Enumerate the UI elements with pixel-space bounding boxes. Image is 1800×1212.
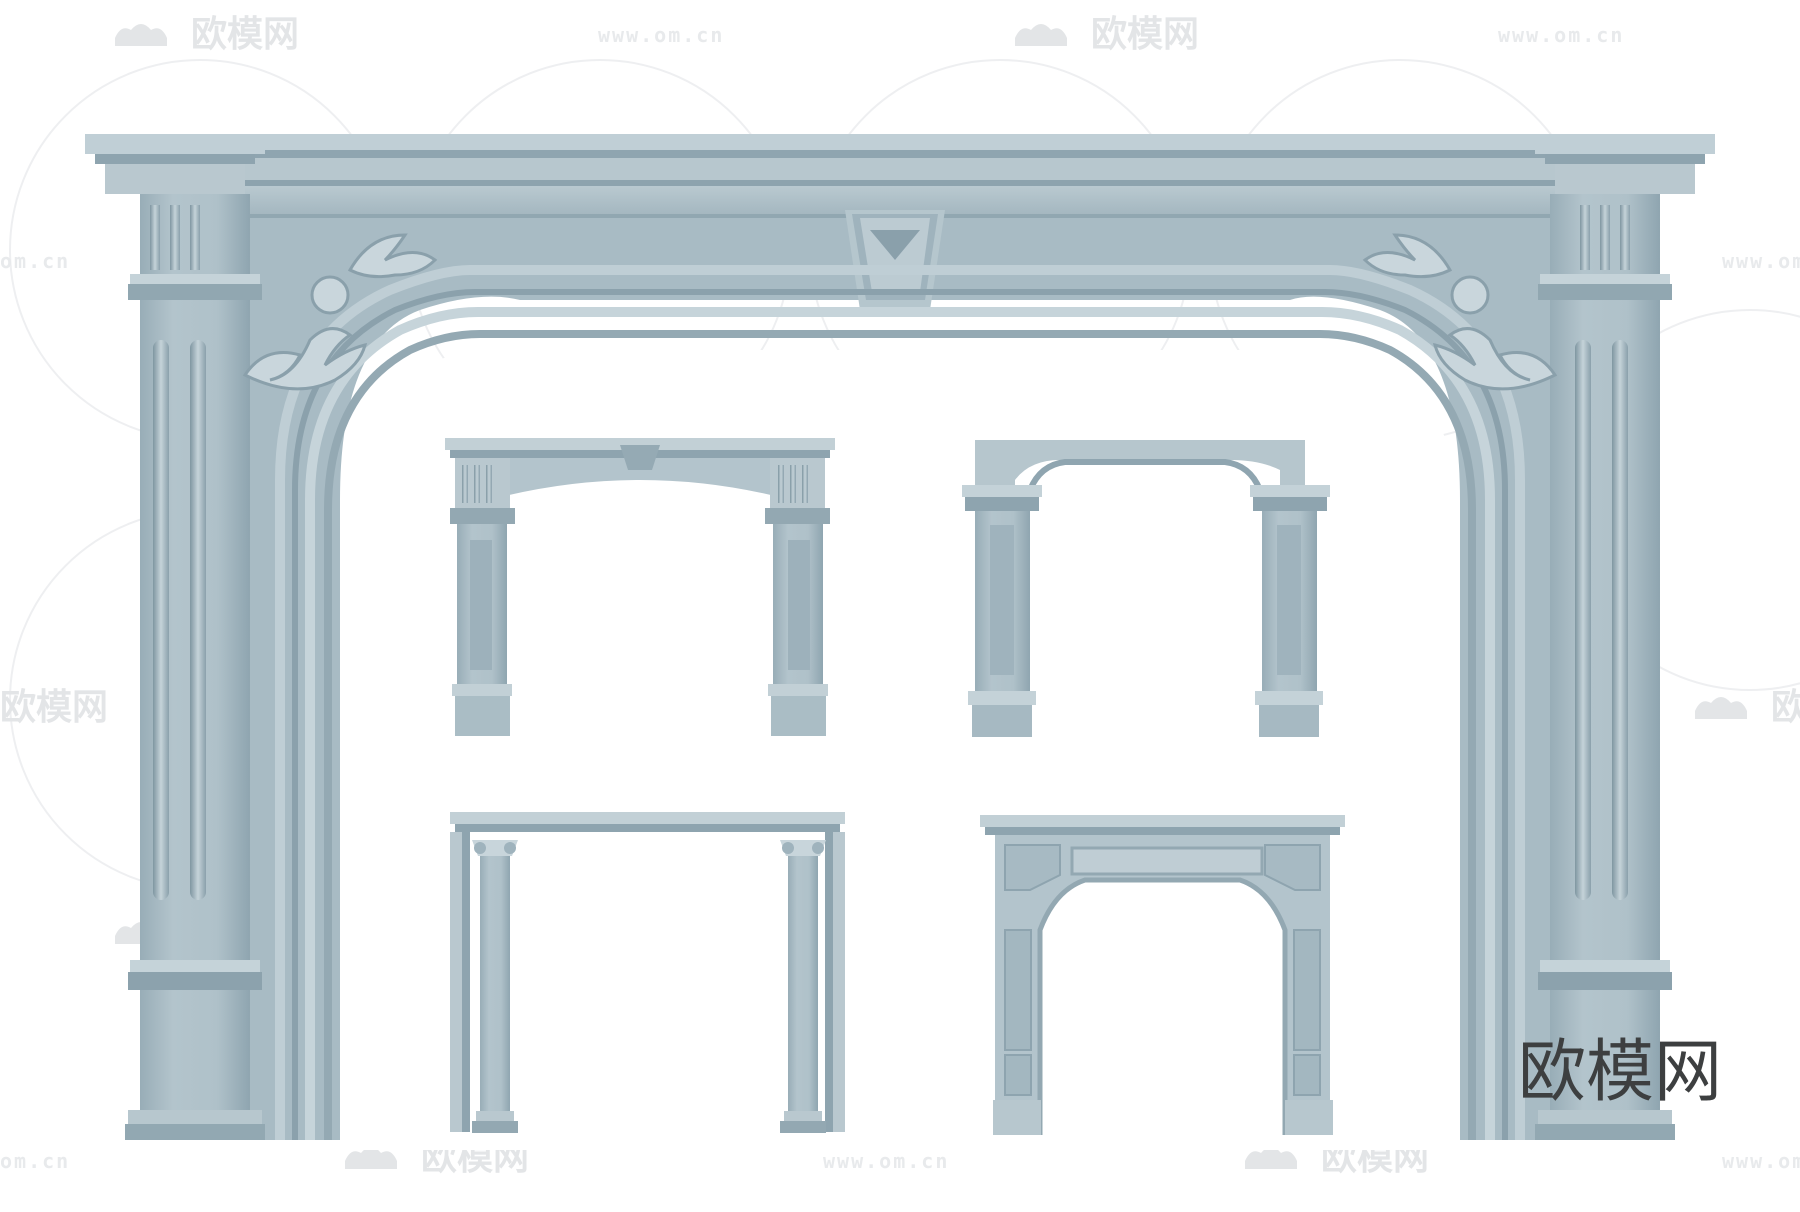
watermark-logo-icon <box>1695 697 1747 719</box>
small-frame-keystone-arch <box>445 438 835 736</box>
watermark-logo-icon <box>1015 24 1067 46</box>
watermark-url: www.om.cn <box>1498 23 1624 47</box>
small-frame-segmental-arch <box>962 440 1330 737</box>
watermark-brand-text: 欧模网 <box>1771 687 1800 728</box>
watermark-logo-icon <box>115 24 167 46</box>
watermark-url: www.om.cn <box>1722 1149 1800 1173</box>
brand-mark-text: 欧模网 <box>1518 1033 1722 1112</box>
large-arch-right-ornament <box>1362 233 1558 391</box>
watermark-url: om.cn <box>0 249 70 273</box>
watermark-logo-icon <box>1245 1147 1297 1169</box>
large-arch-left-ornament <box>242 233 438 391</box>
watermark-url: www.om.cn <box>598 23 724 47</box>
small-frame-corner-arch <box>980 815 1345 1135</box>
watermark-brand-2: 欧模网 <box>1015 14 1199 55</box>
watermark-url: www.om.cn <box>1722 249 1800 273</box>
watermark-brand-7: 欧模网 <box>0 687 108 728</box>
watermark-brand-text: 欧模网 <box>1091 14 1199 55</box>
large-arch-cornice <box>95 134 1700 218</box>
large-arch-right-pilaster <box>1535 134 1715 1140</box>
watermark-logo-icon <box>345 1147 397 1169</box>
small-frame-columns <box>450 812 845 1133</box>
watermark-brand-text: 欧模网 <box>191 14 299 55</box>
watermark-url: www.om.cn <box>823 1149 949 1173</box>
large-arch-frame <box>85 134 1715 1150</box>
watermark-url: om.cn <box>0 1149 70 1173</box>
large-arch-left-pilaster <box>85 134 265 1140</box>
watermark-brand-9: 欧模网 <box>1695 687 1800 728</box>
watermark-brand-text: 欧模网 <box>0 687 108 728</box>
watermark-brand-1: 欧模网 <box>115 14 299 55</box>
